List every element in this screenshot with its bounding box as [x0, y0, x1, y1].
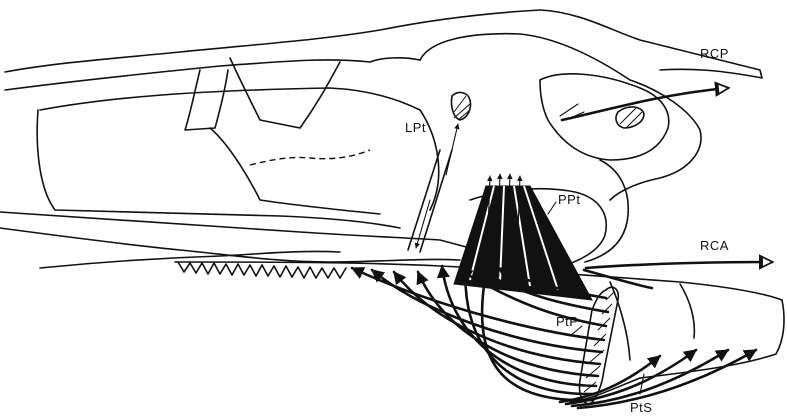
rcp-arrow [562, 88, 728, 120]
quadrate [585, 160, 628, 262]
palate-line [0, 212, 540, 262]
skull-outline [0, 10, 784, 402]
maxilla [40, 251, 340, 268]
teeth-row [178, 262, 346, 278]
lpt-muscle [408, 124, 458, 252]
rca-arrow [586, 262, 772, 268]
rotation-arrows [560, 88, 772, 288]
label-pts: PtS [630, 400, 652, 415]
rcp-arrow-tail [560, 104, 584, 120]
frontal-suture [230, 58, 340, 128]
dashed-jaw-outline [250, 150, 370, 165]
ppt-leader-line [548, 202, 556, 214]
label-lpt: LPt [405, 120, 426, 135]
rcp-origin-bone [616, 107, 644, 128]
label-ptp: PtP [556, 314, 578, 329]
postorbital-bar [185, 70, 228, 130]
label-ppt: PPt [558, 192, 580, 207]
cheek-inner [210, 128, 380, 214]
occipital-condyle [540, 74, 669, 160]
mandible-facet [680, 284, 694, 338]
lpt-arrow-up [446, 124, 458, 175]
mandible-tip [640, 300, 784, 378]
orbit-rim [40, 88, 439, 210]
rcp-bone-hatch [620, 108, 642, 128]
lpt-bone-hatch [454, 96, 470, 120]
label-rca: RCA [700, 238, 729, 253]
skull-roof [5, 10, 762, 78]
pts-fibre-4 [578, 350, 756, 408]
label-rcp: RCP [700, 46, 729, 61]
pts-muscle [560, 350, 756, 408]
palate-line-lower [0, 228, 460, 262]
